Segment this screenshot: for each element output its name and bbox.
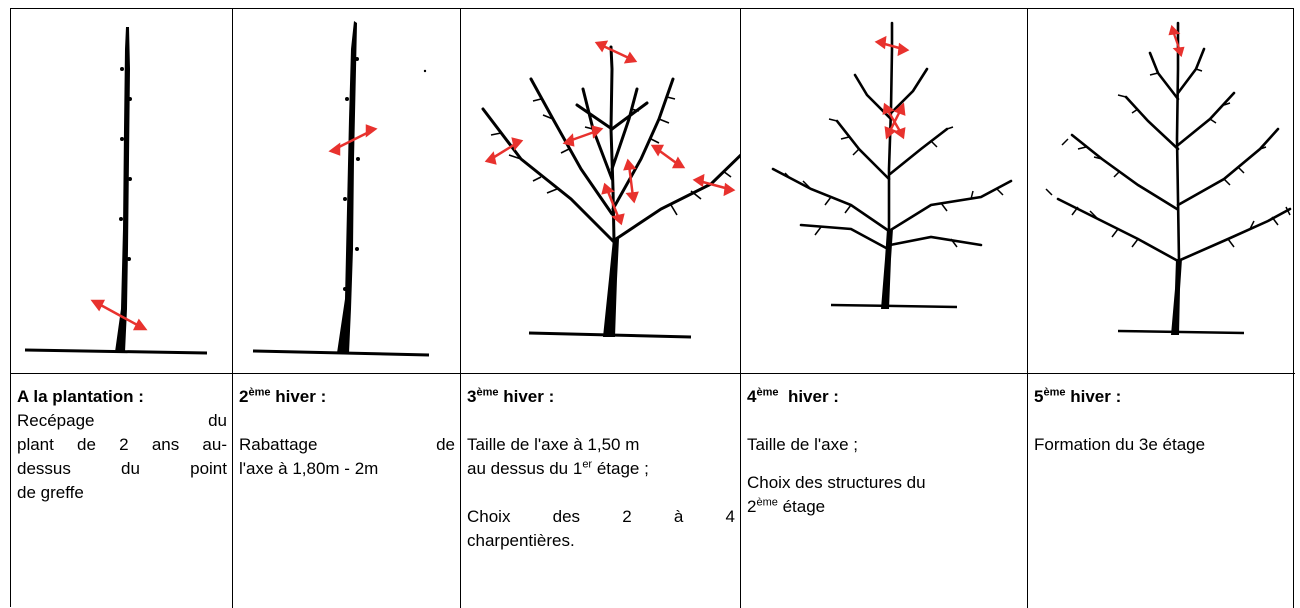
stage-text-line: Rabattage de: [239, 435, 455, 454]
stage-text-line: Choix des structures du: [747, 473, 926, 492]
stage-cell-planting: A la plantation : Recépage du plant de 2…: [11, 377, 233, 608]
stage-text-line: Taille de l'axe à 1,50 m: [467, 435, 640, 454]
stage-title: A la plantation :: [17, 387, 144, 406]
tree-image-winter-3: [461, 9, 741, 373]
stage-text-line: l'axe à 1,80m - 2m: [239, 459, 379, 478]
stage-text-line: dessus du point: [17, 459, 227, 478]
tree-image-winter-5: [1028, 9, 1294, 373]
stage-text-line: charpentières.: [467, 531, 575, 550]
tree-image-winter-4: [741, 9, 1028, 373]
cut-arrow-icon: [1168, 24, 1185, 58]
stage-title: 3ème hiver :: [467, 386, 555, 406]
row-divider: [11, 373, 1295, 374]
stage-cell-winter-4: 4ème hiver : Taille de l'axe ; Choix des…: [741, 377, 1028, 608]
stage-title: 4ème hiver :: [747, 386, 839, 406]
stage-text-line: Recépage du: [17, 411, 227, 430]
stage-text-line: de greffe: [17, 483, 84, 502]
column-4-border: [741, 9, 1028, 608]
cut-arrow-icon: [484, 40, 736, 226]
stage-text-line: plant de 2 ans au-: [17, 435, 227, 454]
tree-image-winter-2: [233, 9, 461, 373]
stage-text-line: 2ème étage: [747, 496, 826, 516]
stage-cell-winter-3: 3ème hiver : Taille de l'axe à 1,50 m au…: [461, 377, 741, 608]
tree-image-planting: [11, 9, 233, 373]
column-3-border: [461, 9, 741, 608]
column-5-border: [1028, 9, 1294, 608]
cut-arrow-icon: [328, 124, 378, 156]
pruning-table: A la plantation : Recépage du plant de 2…: [10, 8, 1295, 608]
column-1-border: [11, 9, 233, 608]
tree-drawing-2: [252, 21, 430, 357]
stage-text-line: Taille de l'axe ;: [747, 435, 858, 454]
stage-title: 5ème hiver :: [1034, 386, 1122, 406]
tree-drawing-1: [24, 27, 208, 355]
cut-arrow-icon: [874, 35, 910, 140]
stage-cell-winter-5: 5ème hiver : Formation du 3e étage: [1028, 377, 1294, 608]
stage-text-line: Choix des 2 à 4: [467, 507, 735, 526]
stage-text-line: au dessus du 1er étage ;: [467, 458, 649, 478]
column-2-border: [233, 9, 461, 608]
stage-text-line: Formation du 3e étage: [1034, 435, 1206, 454]
tree-drawing-4: [771, 21, 1013, 309]
tree-drawing-5: [1045, 21, 1292, 335]
tree-drawing-3: [481, 40, 741, 339]
stage-title: 2ème hiver :: [239, 386, 327, 406]
cut-arrow-icon: [90, 299, 148, 331]
stage-cell-winter-2: 2ème hiver : Rabattage de l'axe à 1,80m …: [233, 377, 461, 608]
